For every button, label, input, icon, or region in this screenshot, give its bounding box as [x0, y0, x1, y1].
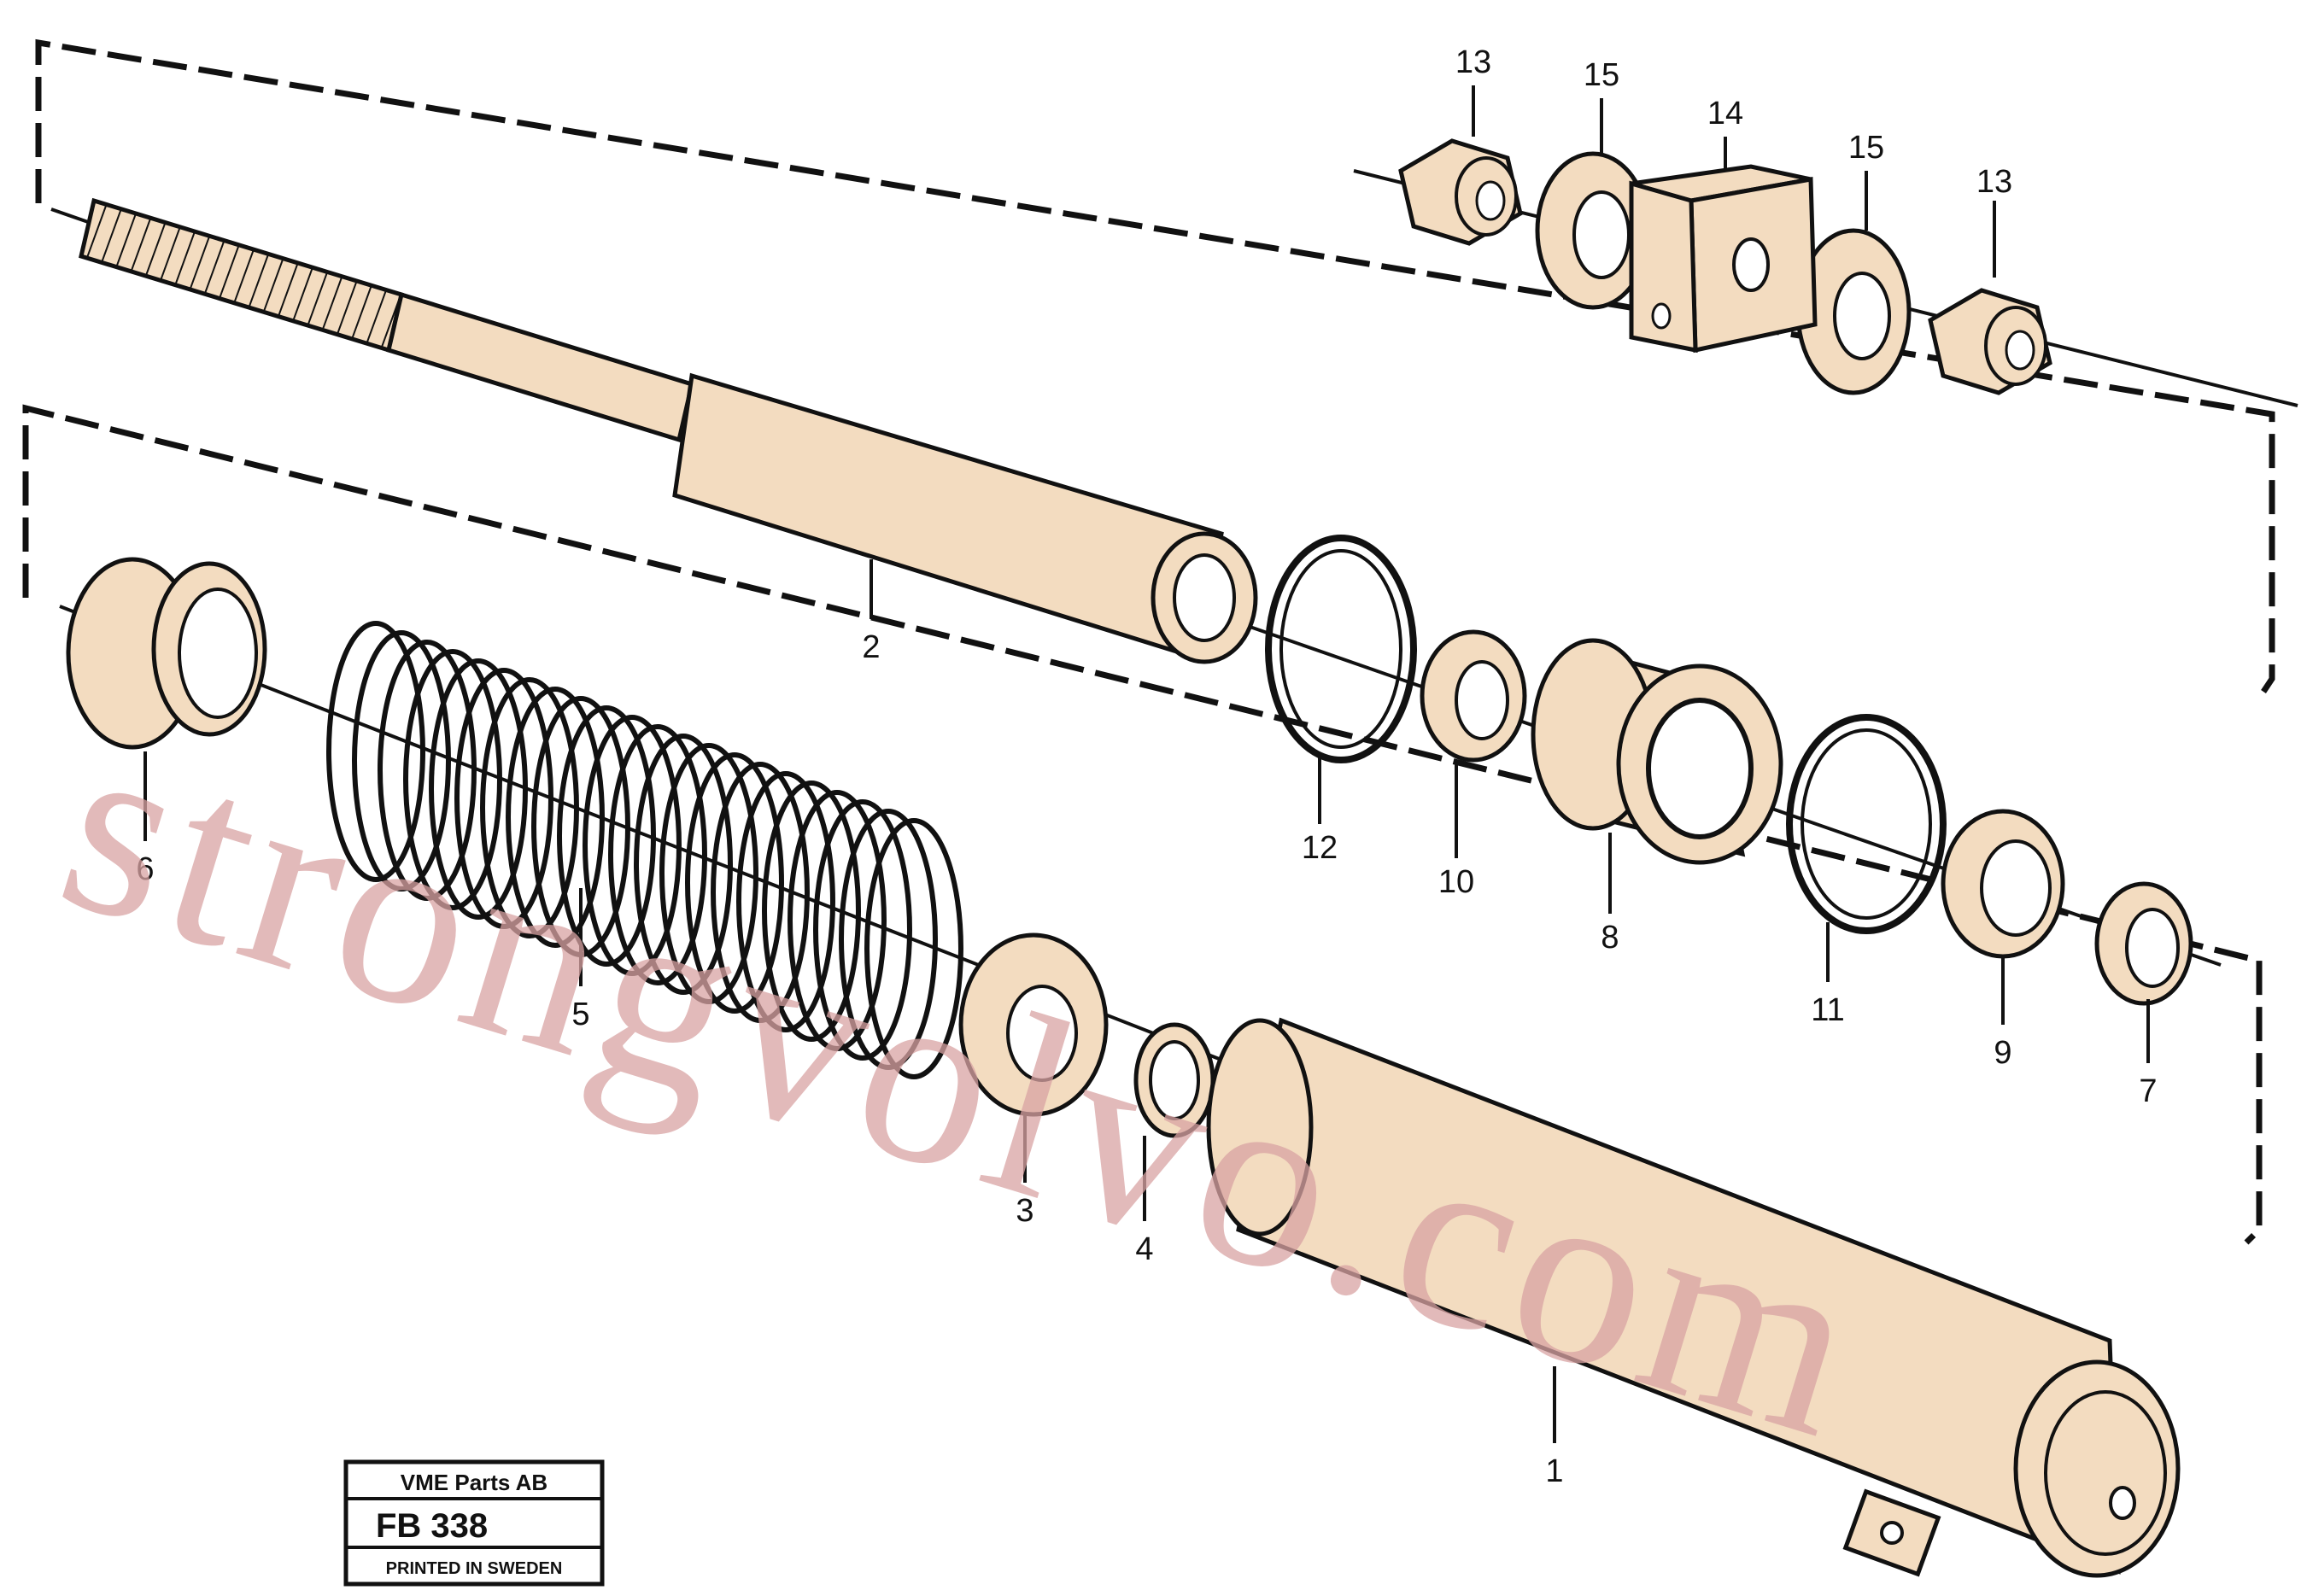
spring-coil	[788, 790, 887, 1051]
part-13-nut-left	[1398, 138, 1523, 246]
stamp-printed: PRINTED IN SWEDEN	[386, 1559, 563, 1578]
spring-coil	[583, 715, 682, 976]
lower-group-outline	[22, 404, 2263, 1245]
spring-coil	[608, 724, 707, 985]
spring-coil	[711, 762, 810, 1023]
callout-4: 4	[1135, 1231, 1153, 1267]
part-5-spring	[326, 621, 963, 1079]
part-11-o-ring	[1786, 714, 1947, 934]
part-4-small-ring	[1133, 1022, 1215, 1138]
callout-13-right: 13	[1976, 164, 2012, 200]
spring-coil	[864, 818, 963, 1079]
part-7-bushing	[2094, 881, 2193, 1006]
spring-coil	[839, 809, 938, 1070]
upper-group-outline	[35, 38, 2275, 693]
callout-12: 12	[1302, 830, 1338, 866]
part-13-nut-right	[1928, 288, 2052, 395]
spring-coil	[352, 630, 451, 892]
part-2-piston-rod	[79, 197, 1258, 664]
callout-9: 9	[1994, 1035, 2011, 1071]
leader-lines	[143, 85, 2150, 1443]
callout-10: 10	[1438, 864, 1474, 900]
spring-coil	[326, 621, 425, 882]
part-10-washer	[1420, 629, 1527, 763]
callout-2: 2	[862, 629, 880, 665]
part-3-washer	[958, 932, 1109, 1117]
callout-1: 1	[1545, 1453, 1563, 1489]
callout-11: 11	[1811, 992, 1844, 1028]
spring-coil	[480, 677, 579, 938]
callout-15-right: 15	[1848, 130, 1884, 166]
spring-coil	[429, 658, 528, 920]
spring-coil	[557, 705, 656, 967]
part-9-bushing	[1941, 809, 2065, 959]
callout-13-left: 13	[1455, 44, 1491, 80]
part-6-end-cap	[66, 557, 267, 750]
callout-8: 8	[1601, 920, 1619, 956]
spring-coil	[659, 743, 758, 1004]
spring-coil	[813, 799, 912, 1061]
callout-5: 5	[571, 997, 589, 1032]
part-14-block	[1629, 164, 1818, 354]
callout-6: 6	[136, 851, 154, 887]
spring-coil	[685, 752, 784, 1014]
callout-7: 7	[2139, 1073, 2157, 1109]
spring-coil	[634, 734, 733, 995]
spring-coil	[403, 649, 502, 910]
callout-14: 14	[1707, 96, 1743, 132]
stamp-code: FB 338	[376, 1507, 488, 1545]
spring-coil	[378, 640, 477, 901]
part-8-piston	[1531, 638, 1783, 865]
spring-coil	[506, 687, 605, 948]
callout-3: 3	[1016, 1193, 1033, 1229]
stamp-box: VME Parts AB FB 338 PRINTED IN SWEDEN	[343, 1459, 605, 1587]
spring-coil	[762, 780, 861, 1042]
stamp-company: VME Parts AB	[401, 1470, 547, 1495]
spring-coil	[736, 771, 835, 1032]
part-1-cylinder-tube	[1206, 1017, 2181, 1578]
callout-15-left: 15	[1584, 57, 1619, 93]
part-12-seal-ring	[1265, 535, 1417, 763]
spring-coil	[454, 668, 553, 929]
part-15-washer-left	[1535, 151, 1651, 310]
part-15-washer-right	[1795, 228, 1912, 395]
